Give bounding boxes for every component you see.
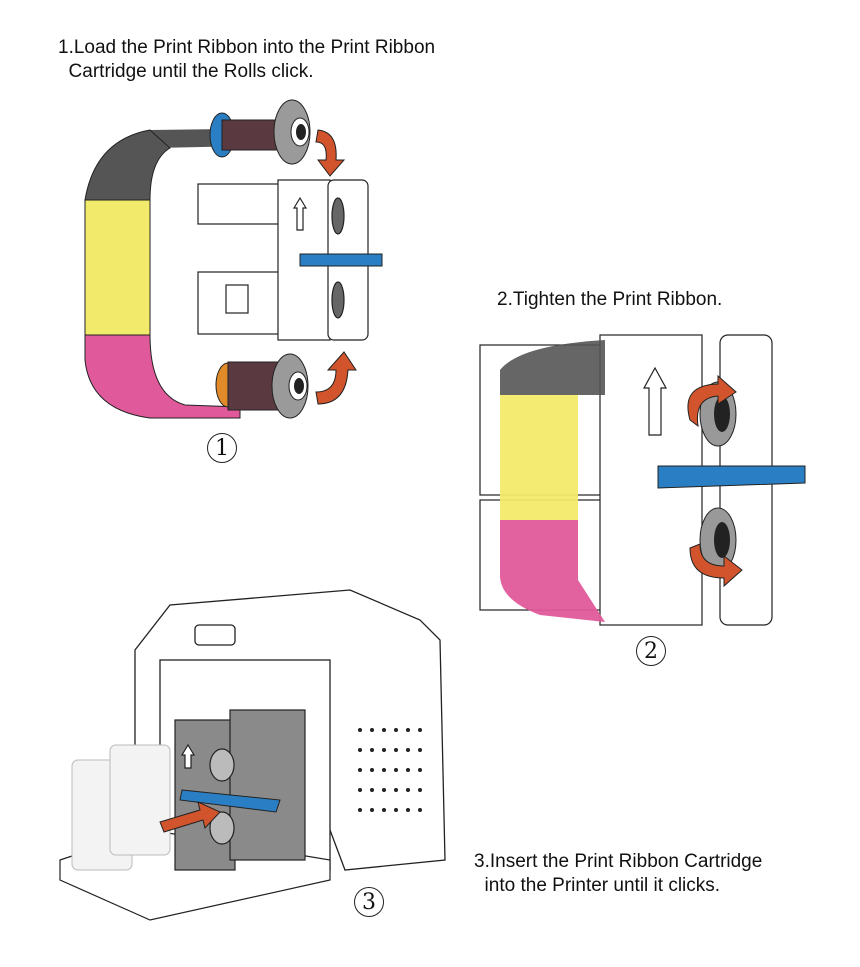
blue-tab — [179, 789, 281, 813]
inserted-cartridge — [174, 709, 306, 871]
vent-grid — [358, 728, 422, 812]
ribbon-yellow — [500, 395, 578, 520]
bottom-roll-core — [699, 507, 737, 573]
step-3-instruction: 3.Insert the Print Ribbon Cartridge into… — [474, 851, 763, 896]
rotate-arrow-icon — [689, 543, 743, 588]
ribbon-magenta — [500, 520, 605, 622]
blue-tab — [299, 253, 383, 267]
insert-arrow-icon — [159, 801, 221, 833]
step-3-marker: 3 — [354, 887, 384, 917]
ribbon-cartridge — [479, 334, 773, 626]
rotate-arrow-icon — [687, 374, 737, 428]
ghost-cartridge — [71, 744, 171, 871]
rotate-arrow-icon — [315, 129, 346, 177]
top-ribbon-roll — [209, 99, 311, 165]
ribbon-band — [500, 340, 605, 395]
blue-tab — [657, 465, 806, 489]
bottom-ribbon-roll — [215, 353, 309, 419]
step-2-marker: 2 — [636, 636, 666, 666]
step-2-instruction: 2.Tighten the Print Ribbon. — [497, 289, 723, 310]
step-1-instruction: 1.Load the Print Ribbon into the Print R… — [58, 37, 436, 82]
rotate-arrow-icon — [315, 351, 357, 405]
step-1-marker: 1 — [207, 433, 237, 463]
